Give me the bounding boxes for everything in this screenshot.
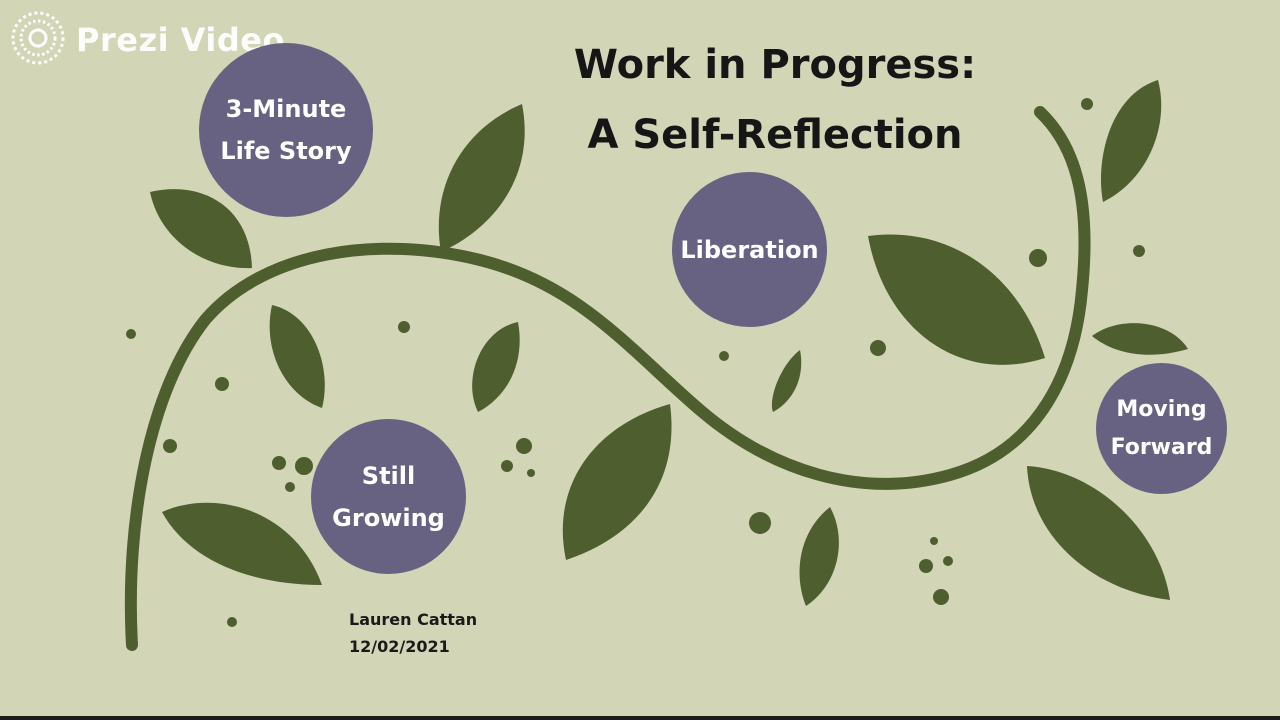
leaf [269,305,325,408]
bottom-edge-bar [0,716,1280,720]
leaf [438,104,525,252]
leaf [562,404,672,560]
topic-liberation[interactable]: Liberation [672,172,827,327]
topic-label: Moving Forward [1110,396,1213,460]
leaf [1092,323,1188,355]
topic-still-growing[interactable]: Still Growing [311,419,466,574]
author-name: Lauren Cattan [349,610,478,629]
title-line-1: Work in Progress: [573,42,977,88]
vine-stem [124,106,1091,651]
leaf [799,507,839,606]
leaf [162,502,322,585]
leaf [472,322,520,412]
author-info: Lauren Cattan 12/02/2021 [349,606,477,660]
leaf [868,234,1045,365]
leaf [1027,466,1170,600]
page-title: Work in Progress: A Self-Reflection [540,30,1010,170]
title-line-2: A Self-Reflection [587,112,963,158]
presentation-date: 12/02/2021 [349,637,450,656]
prezi-logo-icon [10,10,66,70]
topic-moving-forward[interactable]: Moving Forward [1096,363,1227,494]
leaf [150,189,252,269]
topic-label: 3-Minute Life Story [220,95,352,165]
topic-label: Still Growing [332,461,445,532]
leaf [1100,80,1162,202]
topic-label: Liberation [680,235,819,264]
topic-life-story[interactable]: 3-Minute Life Story [199,43,373,217]
leaf [771,350,802,412]
